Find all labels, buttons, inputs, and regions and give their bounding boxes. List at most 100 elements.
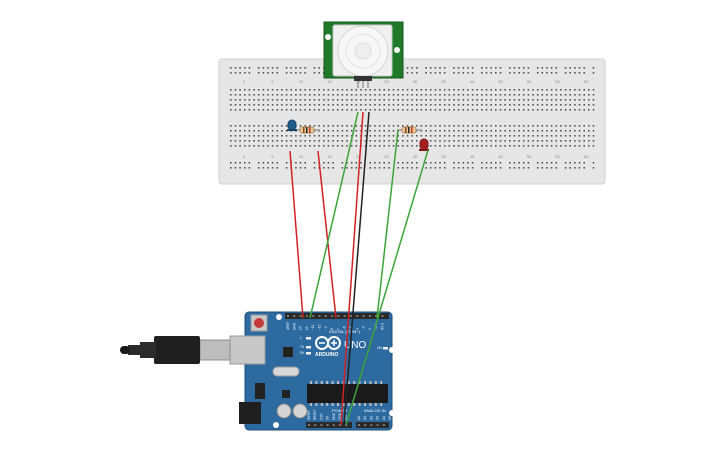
resistor-right[interactable] [397, 126, 422, 134]
breadboard-hole [374, 89, 376, 91]
breadboard-hole [462, 99, 465, 101]
breadboard-hole [397, 89, 399, 91]
breadboard-hole [485, 135, 488, 137]
wire-black-1[interactable] [343, 111, 370, 426]
breadboard-hole [271, 67, 274, 69]
breadboard-hole [290, 94, 292, 96]
breadboard-hole [397, 94, 399, 96]
breadboard-hole [346, 99, 348, 101]
breadboard-hole [355, 104, 358, 106]
arduino-uno[interactable]: UNO ARDUINO DIGITAL (PWM~) POWER ANALOG … [229, 311, 395, 431]
breadboard-hole [592, 99, 595, 101]
column-number: 25 [384, 154, 389, 159]
usb-port[interactable] [229, 335, 266, 365]
breadboard-hole [262, 104, 265, 106]
column-number: 5 [271, 79, 274, 84]
breadboard-hole [429, 89, 432, 91]
breadboard-hole [518, 167, 520, 169]
reset-button[interactable] [254, 318, 264, 328]
breadboard-hole [248, 109, 251, 111]
pin-label: 8 [330, 328, 334, 330]
led-blue[interactable] [287, 119, 297, 131]
wire-red-3[interactable] [340, 111, 364, 426]
breadboard-hole [583, 109, 585, 111]
breadboard-hole [443, 67, 446, 69]
breadboard-hole [244, 140, 246, 142]
breadboard-hole [448, 130, 451, 132]
breadboard-hole [578, 94, 581, 96]
wires[interactable] [289, 111, 429, 426]
breadboard-hole [485, 162, 488, 164]
breadboard-hole [350, 125, 353, 127]
breadboard-hole [234, 145, 237, 147]
pin-label: IOREF [307, 410, 311, 420]
breadboard-hole [443, 145, 446, 147]
breadboard-hole [499, 162, 502, 164]
breadboard-hole [350, 99, 353, 101]
breadboard-hole [560, 99, 562, 101]
header-pin [331, 315, 334, 317]
header-pin [293, 315, 296, 317]
breadboard-hole [592, 140, 595, 142]
breadboard-hole [318, 72, 320, 74]
breadboard-hole [513, 67, 516, 69]
breadboard-hole [257, 72, 260, 74]
breadboard-hole [536, 72, 539, 74]
breadboard-hole [536, 89, 539, 91]
breadboard-hole [383, 109, 385, 111]
breadboard-hole [402, 89, 404, 91]
breadboard-hole [425, 167, 427, 169]
breadboard-hole [485, 130, 488, 132]
pin-label: Vin [344, 415, 348, 420]
breadboard-hole [434, 67, 437, 69]
breadboard-hole [332, 162, 334, 164]
breadboard-hole [369, 167, 372, 169]
breadboard-hole [541, 167, 544, 169]
breadboard-hole [244, 167, 246, 169]
breadboard-hole [509, 99, 511, 101]
wire-green-2[interactable] [376, 129, 399, 319]
breadboard-hole [244, 104, 246, 106]
breadboard-hole [532, 104, 534, 106]
breadboard-hole [569, 94, 571, 96]
breadboard-hole [499, 140, 502, 142]
breadboard-hole [490, 104, 492, 106]
wire-green-1[interactable] [309, 111, 359, 319]
led-red[interactable] [419, 138, 429, 151]
breadboard-hole [318, 135, 320, 137]
header-pin [375, 315, 378, 317]
breadboard-hole [481, 162, 483, 164]
breadboard-hole [304, 125, 306, 127]
resistor-left[interactable] [295, 126, 320, 134]
breadboard-hole [304, 89, 306, 91]
breadboard-hole [271, 145, 274, 147]
breadboard-hole [550, 145, 553, 147]
wire-green-3[interactable] [345, 149, 429, 426]
power-jack[interactable] [239, 402, 261, 424]
breadboard-hole [499, 67, 502, 69]
breadboard-hole [499, 99, 502, 101]
breadboard-hole [244, 145, 246, 147]
pir-sensor[interactable] [323, 21, 404, 88]
breadboard-hole [527, 125, 530, 127]
usb-cable[interactable] [120, 336, 231, 364]
breadboard-hole [471, 125, 474, 127]
digital-label: DIGITAL (PWM~) [329, 329, 361, 334]
breadboard-hole [574, 125, 576, 127]
wire-red-2[interactable] [317, 150, 337, 319]
breadboard-hole [416, 130, 418, 132]
breadboard-hole [457, 67, 460, 69]
header-pin [332, 424, 335, 426]
breadboard-hole [239, 125, 241, 127]
breadboard[interactable]: 1155101015152020252530303535404045455050… [218, 58, 606, 185]
wire-red-1[interactable] [289, 150, 304, 319]
breadboard-hole [499, 167, 502, 169]
breadboard-hole [327, 162, 330, 164]
breadboard-hole [248, 99, 251, 101]
header-pin [350, 315, 352, 317]
pin-label: A0 [357, 416, 361, 420]
breadboard-hole [267, 94, 269, 96]
breadboard-hole [397, 109, 399, 111]
breadboard-hole [462, 109, 465, 111]
